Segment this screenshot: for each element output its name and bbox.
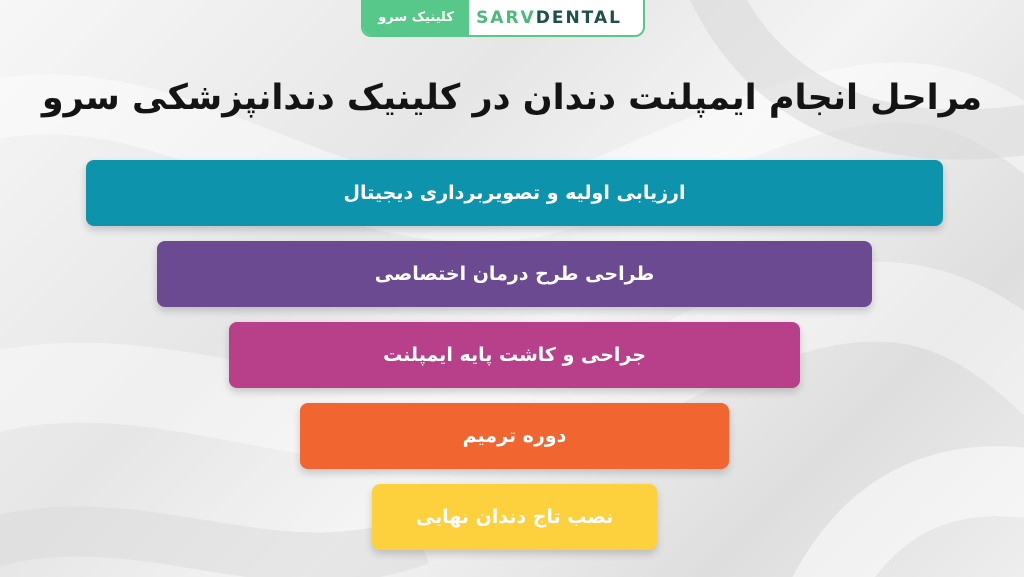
funnel-step-1: ارزیابی اولیه و تصویربرداری دیجیتال (86, 160, 943, 226)
funnel-step-2: طراحی طرح درمان اختصاصی (157, 241, 872, 307)
logo-persian-name: کلینیک سرو (363, 0, 469, 35)
funnel-step-5: نصب تاج دندان نهایی (372, 484, 657, 550)
logo-brand-suffix: DENTAL (535, 7, 622, 28)
logo-brand-prefix: SARV (476, 7, 536, 28)
funnel-step-4: دوره ترمیم (300, 403, 729, 469)
page-title: مراحل انجام ایمپلنت دندان در کلینیک دندا… (41, 78, 983, 118)
funnel-step-3: جراحی و کاشت پایه ایمپلنت (229, 322, 800, 388)
